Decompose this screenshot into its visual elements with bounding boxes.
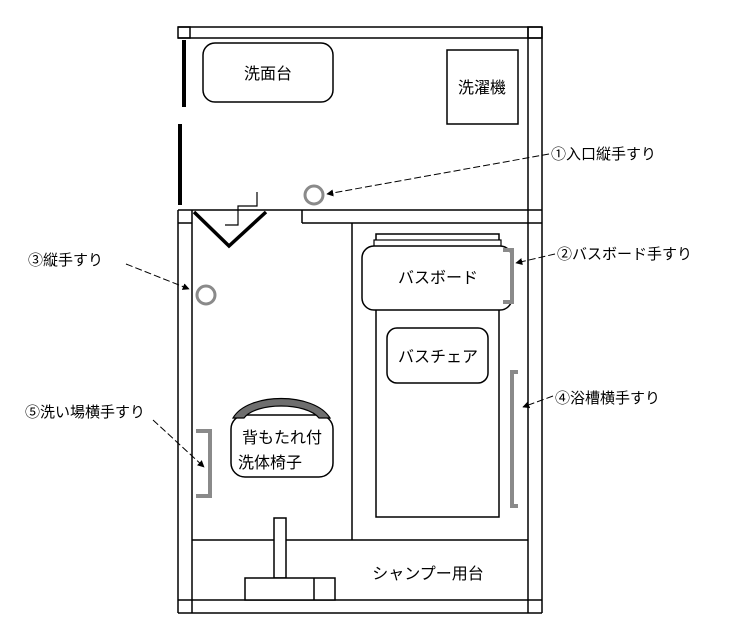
leader-lines (125, 153, 556, 468)
handrail-label-2: ②バスボード手すり (557, 245, 692, 263)
bath-chair (386, 327, 489, 384)
handrails (195, 184, 518, 508)
handrail-4-tub-horizontal (510, 370, 518, 508)
wash-chair (230, 414, 334, 478)
wash-chair-label-line2: 洗体椅子 (238, 453, 302, 472)
door-swing-step (225, 192, 258, 226)
leader-line-5 (152, 419, 205, 468)
top-right-corner-post (527, 26, 543, 39)
leader-line-2 (515, 253, 556, 265)
folding-door-v (192, 210, 268, 249)
washing-machine-label: 洗濯機 (458, 78, 506, 97)
outer-walls (177, 26, 543, 614)
handrail-2-bathboard (503, 248, 514, 304)
washing-machine (446, 49, 519, 125)
faucet-stand (244, 517, 336, 601)
folding-door (192, 210, 268, 249)
leader-line-1 (326, 153, 550, 197)
handrail-label-5: ⑤洗い場横手すり (25, 403, 145, 421)
washroom-door (178, 40, 186, 205)
handrail-label-3: ③縦手すり (28, 251, 103, 269)
handrail-3-vertical (195, 284, 217, 306)
shampoo-stand-label: シャンプー用台 (372, 564, 484, 583)
faucet-base (244, 577, 336, 601)
wash-chair-backrest (231, 397, 332, 419)
bath-chair-label: バスチェア (398, 347, 478, 366)
wash-chair-label-line1: 背もたれ付 (242, 428, 322, 447)
washbasin-label: 洗面台 (244, 64, 292, 83)
handrail-1-entrance-vertical (303, 184, 325, 206)
washbasin (202, 42, 334, 103)
handrail-5-washing-area-horizontal (196, 429, 212, 498)
leader-line-3 (125, 263, 190, 290)
handrail-label-4: ④浴槽横手すり (555, 389, 660, 407)
bath-board-label: バスボード (398, 268, 478, 287)
top-left-corner-post (177, 26, 191, 39)
handrail-label-1: ①入口縦手すり (551, 145, 656, 163)
faucet-pipe (273, 517, 287, 579)
leader-line-4 (522, 395, 554, 409)
